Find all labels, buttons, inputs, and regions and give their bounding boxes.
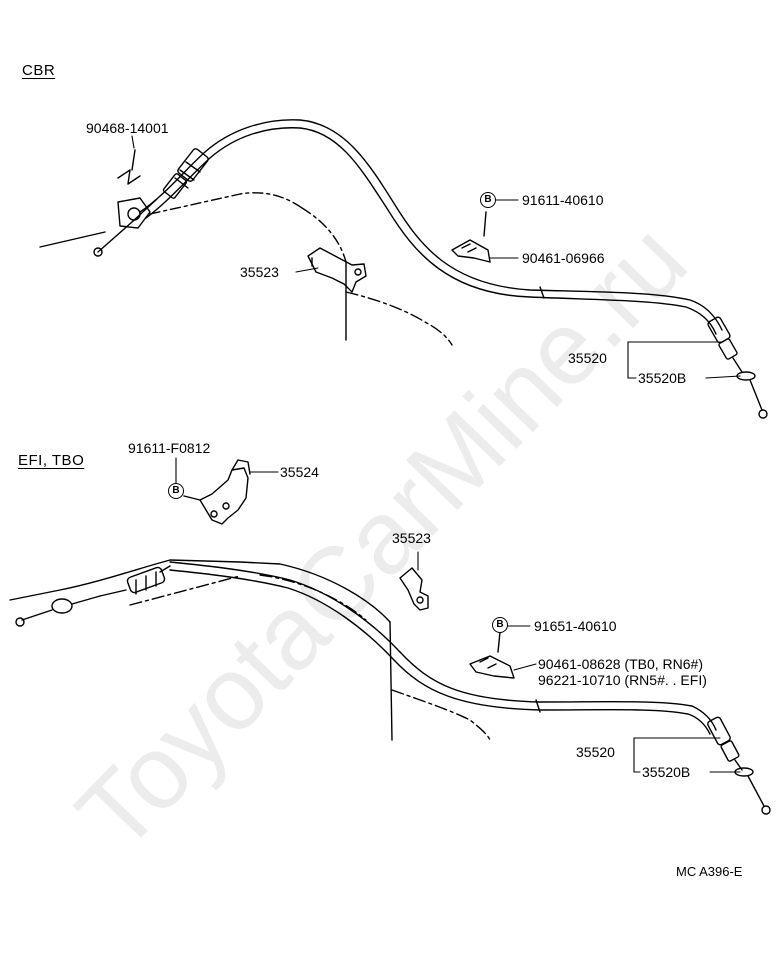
label-efi-bolt-top: 91611-F0812 <box>128 440 211 456</box>
section-title-efi: EFI, TBO <box>18 452 85 469</box>
section-title-cbr: CBR <box>22 62 56 79</box>
efi-bracket-35524 <box>183 459 251 525</box>
efi-clamp-bolt <box>469 631 515 679</box>
label-efi-bolt: 91651-40610 <box>534 618 617 634</box>
bolt-marker-efi: B <box>492 617 508 633</box>
cbr-body-outline <box>39 192 453 346</box>
label-efi-bracket-top: 35524 <box>280 464 319 480</box>
label-cbr-clamp: 90461-06966 <box>522 250 605 266</box>
efi-bracket-35523 <box>399 567 429 611</box>
label-cbr-bolt: 91611-40610 <box>522 192 604 208</box>
cbr-clip-90468 <box>117 149 141 185</box>
cbr-leader-lines <box>131 135 741 379</box>
label-efi-cable-sub: 35520B <box>642 764 691 780</box>
efi-body-outline <box>9 559 491 741</box>
label-cbr-bracket: 35523 <box>240 264 279 280</box>
efi-accelerator-cable <box>15 561 771 815</box>
cbr-bracket-35523 <box>307 247 367 293</box>
label-efi-clamp-1: 90461-08628 (TB0, RN6#) <box>538 656 703 672</box>
label-efi-cable: 35520 <box>576 744 615 760</box>
label-efi-bracket: 35523 <box>392 530 431 546</box>
efi-leader-lines <box>175 457 741 773</box>
bolt-marker-cbr: B <box>480 192 496 208</box>
cbr-clamp-bolt <box>451 211 491 263</box>
label-efi-clamp-2: 96221-10710 (RN5#. . EFI) <box>538 672 707 688</box>
label-cbr-cable: 35520 <box>568 350 607 366</box>
label-cbr-clip: 90468-14001 <box>86 120 169 136</box>
label-cbr-cable-sub: 35520B <box>638 370 687 386</box>
diagram-code: MC A396-E <box>676 864 743 879</box>
bolt-marker-efi-top: B <box>168 483 184 499</box>
